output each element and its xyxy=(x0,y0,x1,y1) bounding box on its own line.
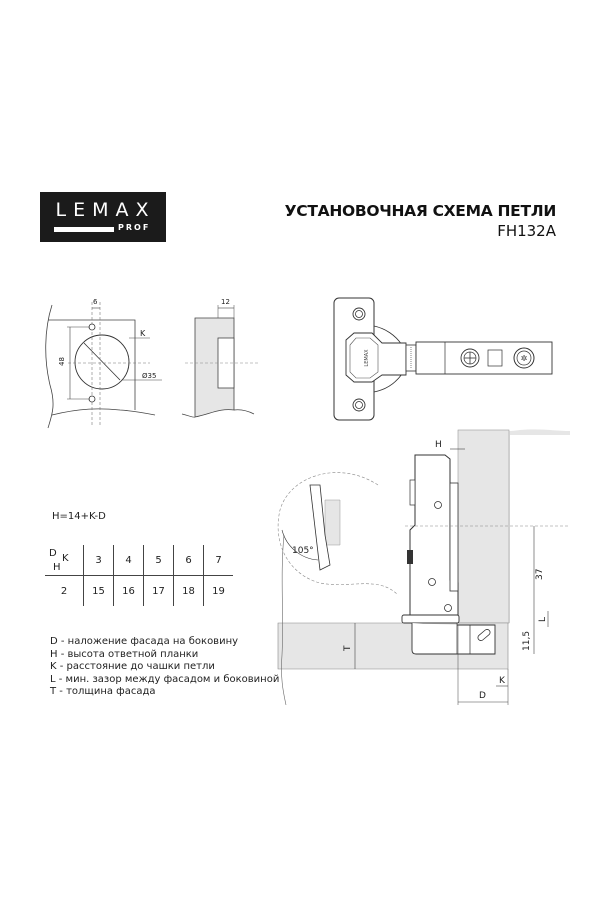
dim-diameter: Ø35 xyxy=(142,372,156,380)
k-value: 5 xyxy=(143,545,174,576)
dim-k: K xyxy=(140,329,146,338)
table-row: D K H 3 4 5 6 7 xyxy=(45,545,233,576)
h-value: 16 xyxy=(113,575,144,606)
svg-text:✲: ✲ xyxy=(521,354,528,363)
dim-k: K xyxy=(499,676,506,686)
model-number: FH132A xyxy=(497,222,556,240)
dim-37: 37 xyxy=(535,569,545,580)
k-value: 7 xyxy=(203,545,233,576)
logo-sub: PROF xyxy=(118,223,151,232)
dim-d: D xyxy=(479,691,486,701)
k-value: 3 xyxy=(83,545,114,576)
drilling-diagram: 6 48 K Ø35 xyxy=(45,298,162,429)
height-formula: H=14+K-D xyxy=(52,511,106,522)
brand-logo: LEMAX PROF xyxy=(40,192,166,242)
logo-bar xyxy=(54,227,114,232)
page-title-block: УСТАНОВОЧНАЯ СХЕМА ПЕТЛИ FH132A xyxy=(284,202,557,240)
dim-t: T xyxy=(343,645,353,652)
dim-11-5: 11,5 xyxy=(522,631,532,651)
dim-6: 6 xyxy=(93,298,98,306)
dim-48: 48 xyxy=(58,357,66,366)
h-value: 18 xyxy=(173,575,204,606)
legend: D - наложение фасада на боковину H - выс… xyxy=(50,636,279,699)
opening-angle: 105° xyxy=(292,546,314,556)
hinge-logo-mark: LEMAX xyxy=(364,349,370,367)
h-value: 15 xyxy=(83,575,114,606)
d-value: 2 xyxy=(60,585,68,597)
k-value: 4 xyxy=(113,545,144,576)
page-title: УСТАНОВОЧНАЯ СХЕМА ПЕТЛИ xyxy=(284,202,557,220)
installation-diagram: H 37 L 11,5 T K D 105° xyxy=(277,429,570,706)
legend-item: L - мин. зазор между фасадом и боковиной xyxy=(50,673,280,685)
k-value: 6 xyxy=(173,545,204,576)
table-row: 2 15 16 17 18 19 xyxy=(45,575,233,606)
legend-item: K - расстояние до чашки петли xyxy=(50,661,215,672)
hinge-top-view: LEMAX ✲ xyxy=(333,297,553,421)
h-value: 19 xyxy=(203,575,233,606)
dim-l: L xyxy=(538,617,548,622)
h-value: 17 xyxy=(143,575,174,606)
logo-wordmark: LEMAX xyxy=(55,199,156,221)
legend-item: T - толщина фасада xyxy=(50,686,156,697)
height-table: D K H 3 4 5 6 7 2 15 16 17 18 19 xyxy=(45,545,233,606)
side-view-diagram: 12 xyxy=(181,298,258,418)
legend-item: H - высота ответной планки xyxy=(50,648,199,660)
dim-12: 12 xyxy=(221,298,230,306)
table-corner-cell: D K H xyxy=(45,545,84,576)
dim-h: H xyxy=(435,440,442,450)
legend-item: D - наложение фасада на боковину xyxy=(50,636,239,647)
